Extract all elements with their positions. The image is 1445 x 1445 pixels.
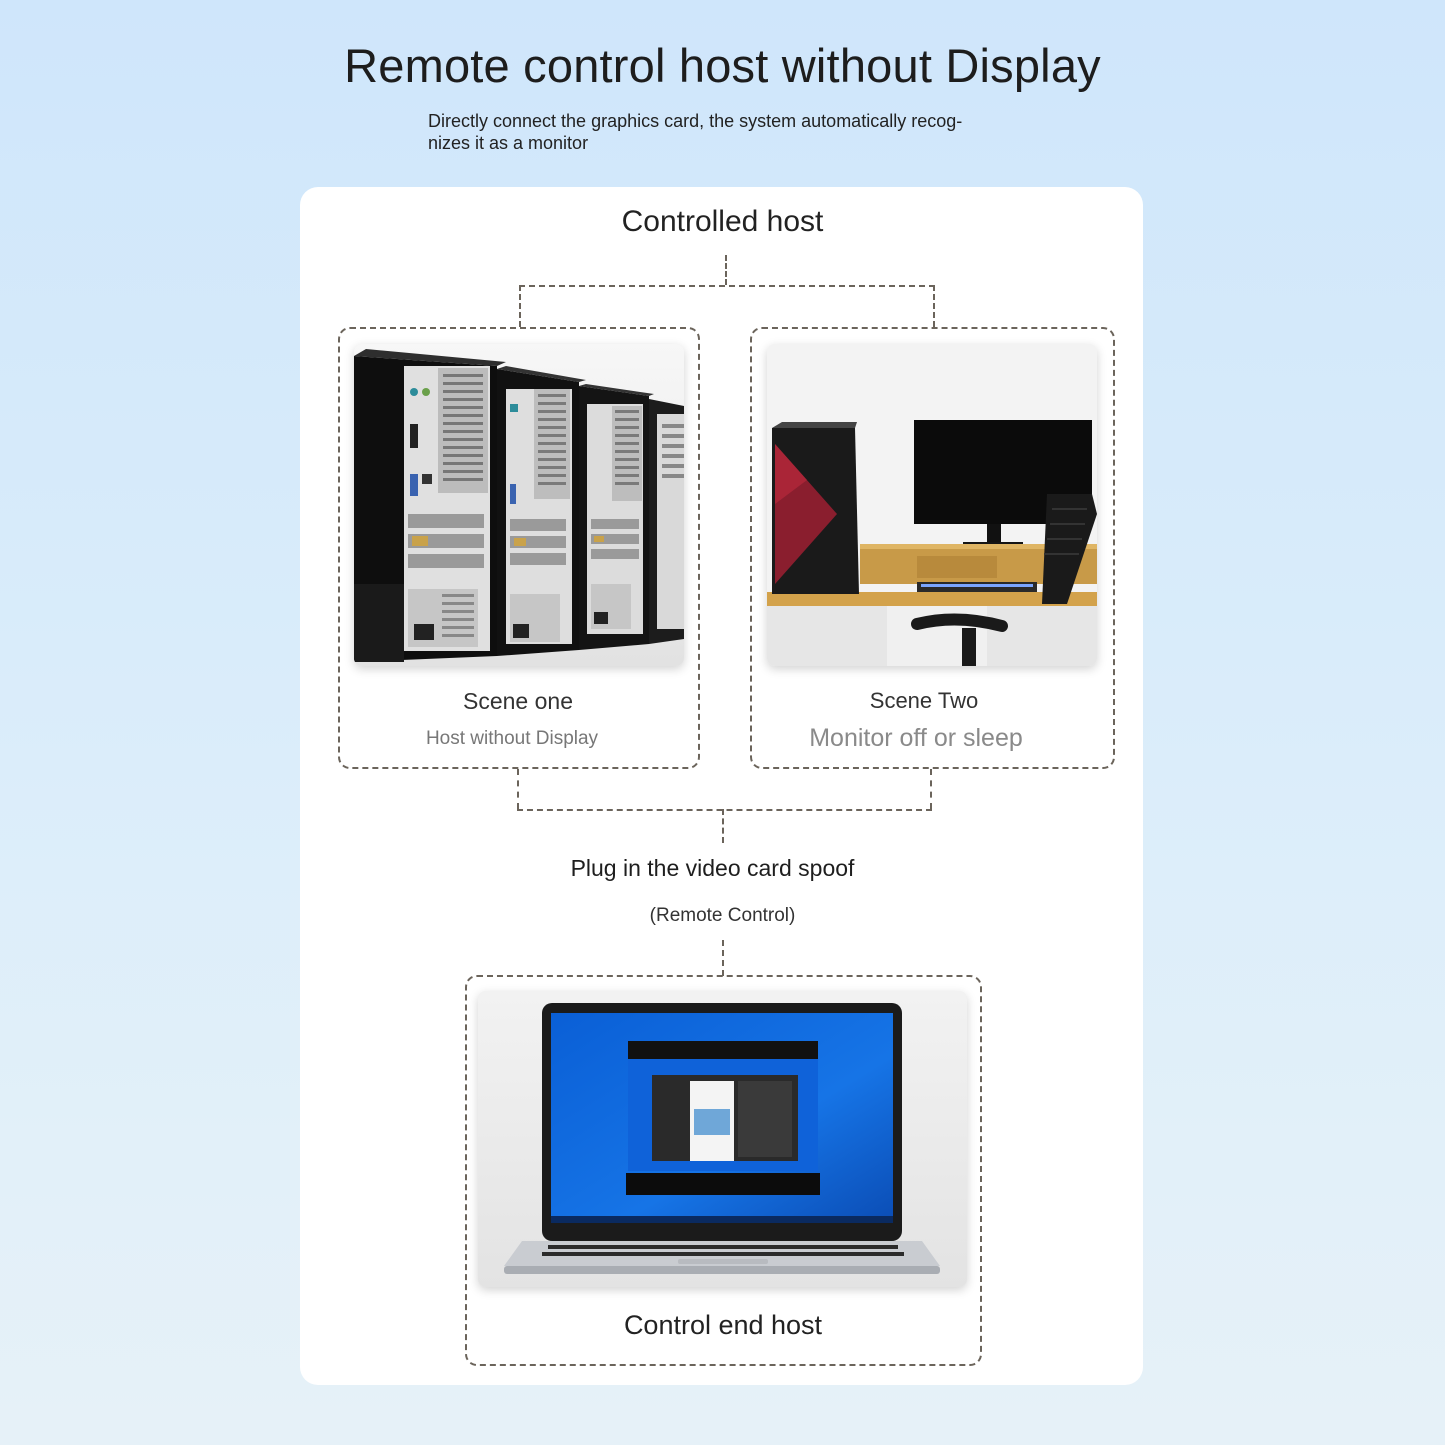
laptop-icon <box>478 991 967 1287</box>
desk-monitor-icon <box>767 344 1097 666</box>
page-title: Remote control host without Display <box>344 39 1101 92</box>
scene-two-title: Scene Two <box>869 688 979 713</box>
connector-top-stem <box>725 255 727 285</box>
scene-two-image <box>767 344 1097 666</box>
connector-mid-join <box>517 809 932 811</box>
controlled-host-label: Controlled host <box>621 205 824 238</box>
subtitle-line-2: nizes it as a monitor <box>428 133 589 153</box>
page-subtitle: Directly connect the graphics card, the … <box>428 110 1028 154</box>
video-card-spoof-label: Plug in the video card spoof <box>570 855 855 881</box>
scene-two-caption: Monitor off or sleep <box>809 724 1023 752</box>
control-end-box <box>465 975 982 1366</box>
control-end-host-label: Control end host <box>623 1310 823 1340</box>
scene-one-title: Scene one <box>463 688 573 714</box>
scene-one-caption: Host without Display <box>425 728 599 749</box>
connector-mid-right-rise <box>930 769 932 809</box>
connector-top-left-drop <box>519 285 521 327</box>
server-towers-icon <box>354 344 684 666</box>
scene-two-box <box>750 327 1115 769</box>
connector-bottom-stem <box>722 940 724 976</box>
connector-top-branch <box>519 285 935 287</box>
remote-control-note: (Remote Control) <box>649 905 796 926</box>
connector-mid-left-rise <box>517 769 519 809</box>
connector-top-right-drop <box>933 285 935 327</box>
control-end-image <box>478 991 967 1287</box>
subtitle-line-1: Directly connect the graphics card, the … <box>428 111 963 131</box>
scene-one-image <box>354 344 684 666</box>
scene-one-box <box>338 327 700 769</box>
connector-mid-stem <box>722 809 724 843</box>
